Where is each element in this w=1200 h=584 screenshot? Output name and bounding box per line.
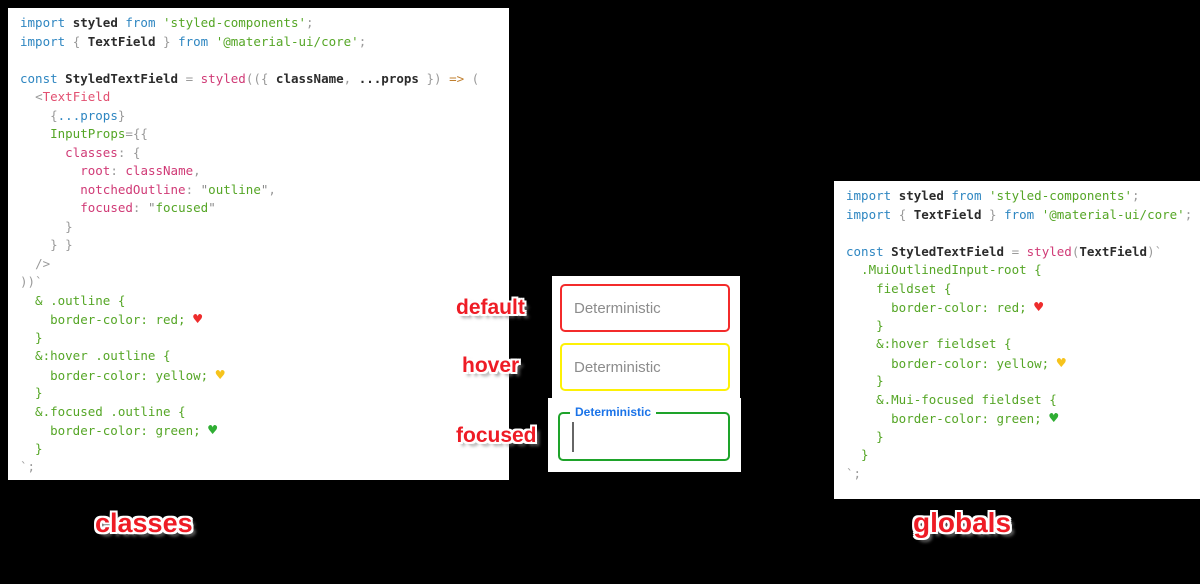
code-line: const StyledTextField = styled(TextField… (846, 243, 1163, 259)
code-line: <TextField (35, 89, 111, 104)
code-line: ))` (20, 274, 43, 289)
code-line: &:hover .outline { (20, 348, 171, 363)
textfield-hover[interactable] (560, 343, 730, 391)
code-line: focused: "focused" (80, 200, 216, 215)
code-line: } (20, 440, 43, 456)
code-line: notchedOutline: "outline", (80, 181, 276, 197)
code-line: } (65, 218, 73, 234)
code-line: border-color: yellow; ♥ (846, 353, 1066, 372)
textfield-hover-input[interactable] (562, 345, 728, 389)
code-line: .MuiOutlinedInput-root { (846, 262, 1042, 277)
code-line: } (846, 447, 869, 462)
code-line: border-color: green; ♥ (846, 409, 1059, 427)
code-line: } (846, 317, 884, 333)
textfield-default[interactable] (560, 284, 730, 332)
code-line: &:hover fieldset { (846, 336, 1012, 351)
code-line: root: className, (80, 163, 201, 178)
code-line: fieldset { (846, 280, 952, 296)
code-line: InputProps={{ (50, 126, 148, 141)
code-line: import { TextField } from '@material-ui/… (846, 206, 1193, 222)
code-line: import styled from 'styled-components'; (20, 15, 314, 30)
code-line: } (20, 329, 43, 345)
code-line: import styled from 'styled-components'; (846, 188, 1140, 203)
code-line: border-color: red; ♥ (20, 310, 203, 328)
code-line: border-color: green; ♥ (20, 421, 218, 439)
code-line: {...props} (50, 107, 126, 123)
label-hover: hover (462, 354, 520, 377)
label-globals: globals (913, 507, 1012, 538)
label-default: default (456, 296, 525, 319)
code-line: &.Mui-focused fieldset { (846, 391, 1057, 407)
code-line: `; (20, 459, 36, 474)
code-line: `; (846, 465, 862, 481)
code-panel-globals: import styled from 'styled-components'; i… (834, 181, 1200, 499)
code-line: & .outline { (20, 292, 126, 308)
code-line: classes: { (65, 144, 141, 160)
textfield-default-input[interactable] (562, 286, 728, 330)
code-line (846, 224, 1200, 243)
label-classes: classes (95, 508, 193, 538)
code-line: import { TextField } from '@material-ui/… (20, 33, 367, 49)
code-line: } } (50, 237, 73, 252)
textfield-focused[interactable]: Deterministic (558, 405, 730, 461)
code-line: border-color: red; ♥ (846, 298, 1044, 316)
label-focused: focused (456, 424, 537, 447)
code-line: } (20, 385, 43, 400)
code-line (20, 51, 509, 70)
code-line: &.focused .outline { (20, 403, 186, 419)
code-line: const StyledTextField = styled(({ classN… (20, 70, 480, 86)
code-line: /> (35, 255, 51, 271)
code-line: } (846, 428, 884, 444)
code-panel-classes: import styled from 'styled-components'; i… (8, 8, 509, 480)
textfield-focused-label: Deterministic (570, 405, 657, 419)
code-line: border-color: yellow; ♥ (20, 365, 225, 384)
text-cursor (572, 422, 574, 452)
code-line: } (846, 373, 884, 388)
textfield-focused-input[interactable] (560, 414, 728, 459)
